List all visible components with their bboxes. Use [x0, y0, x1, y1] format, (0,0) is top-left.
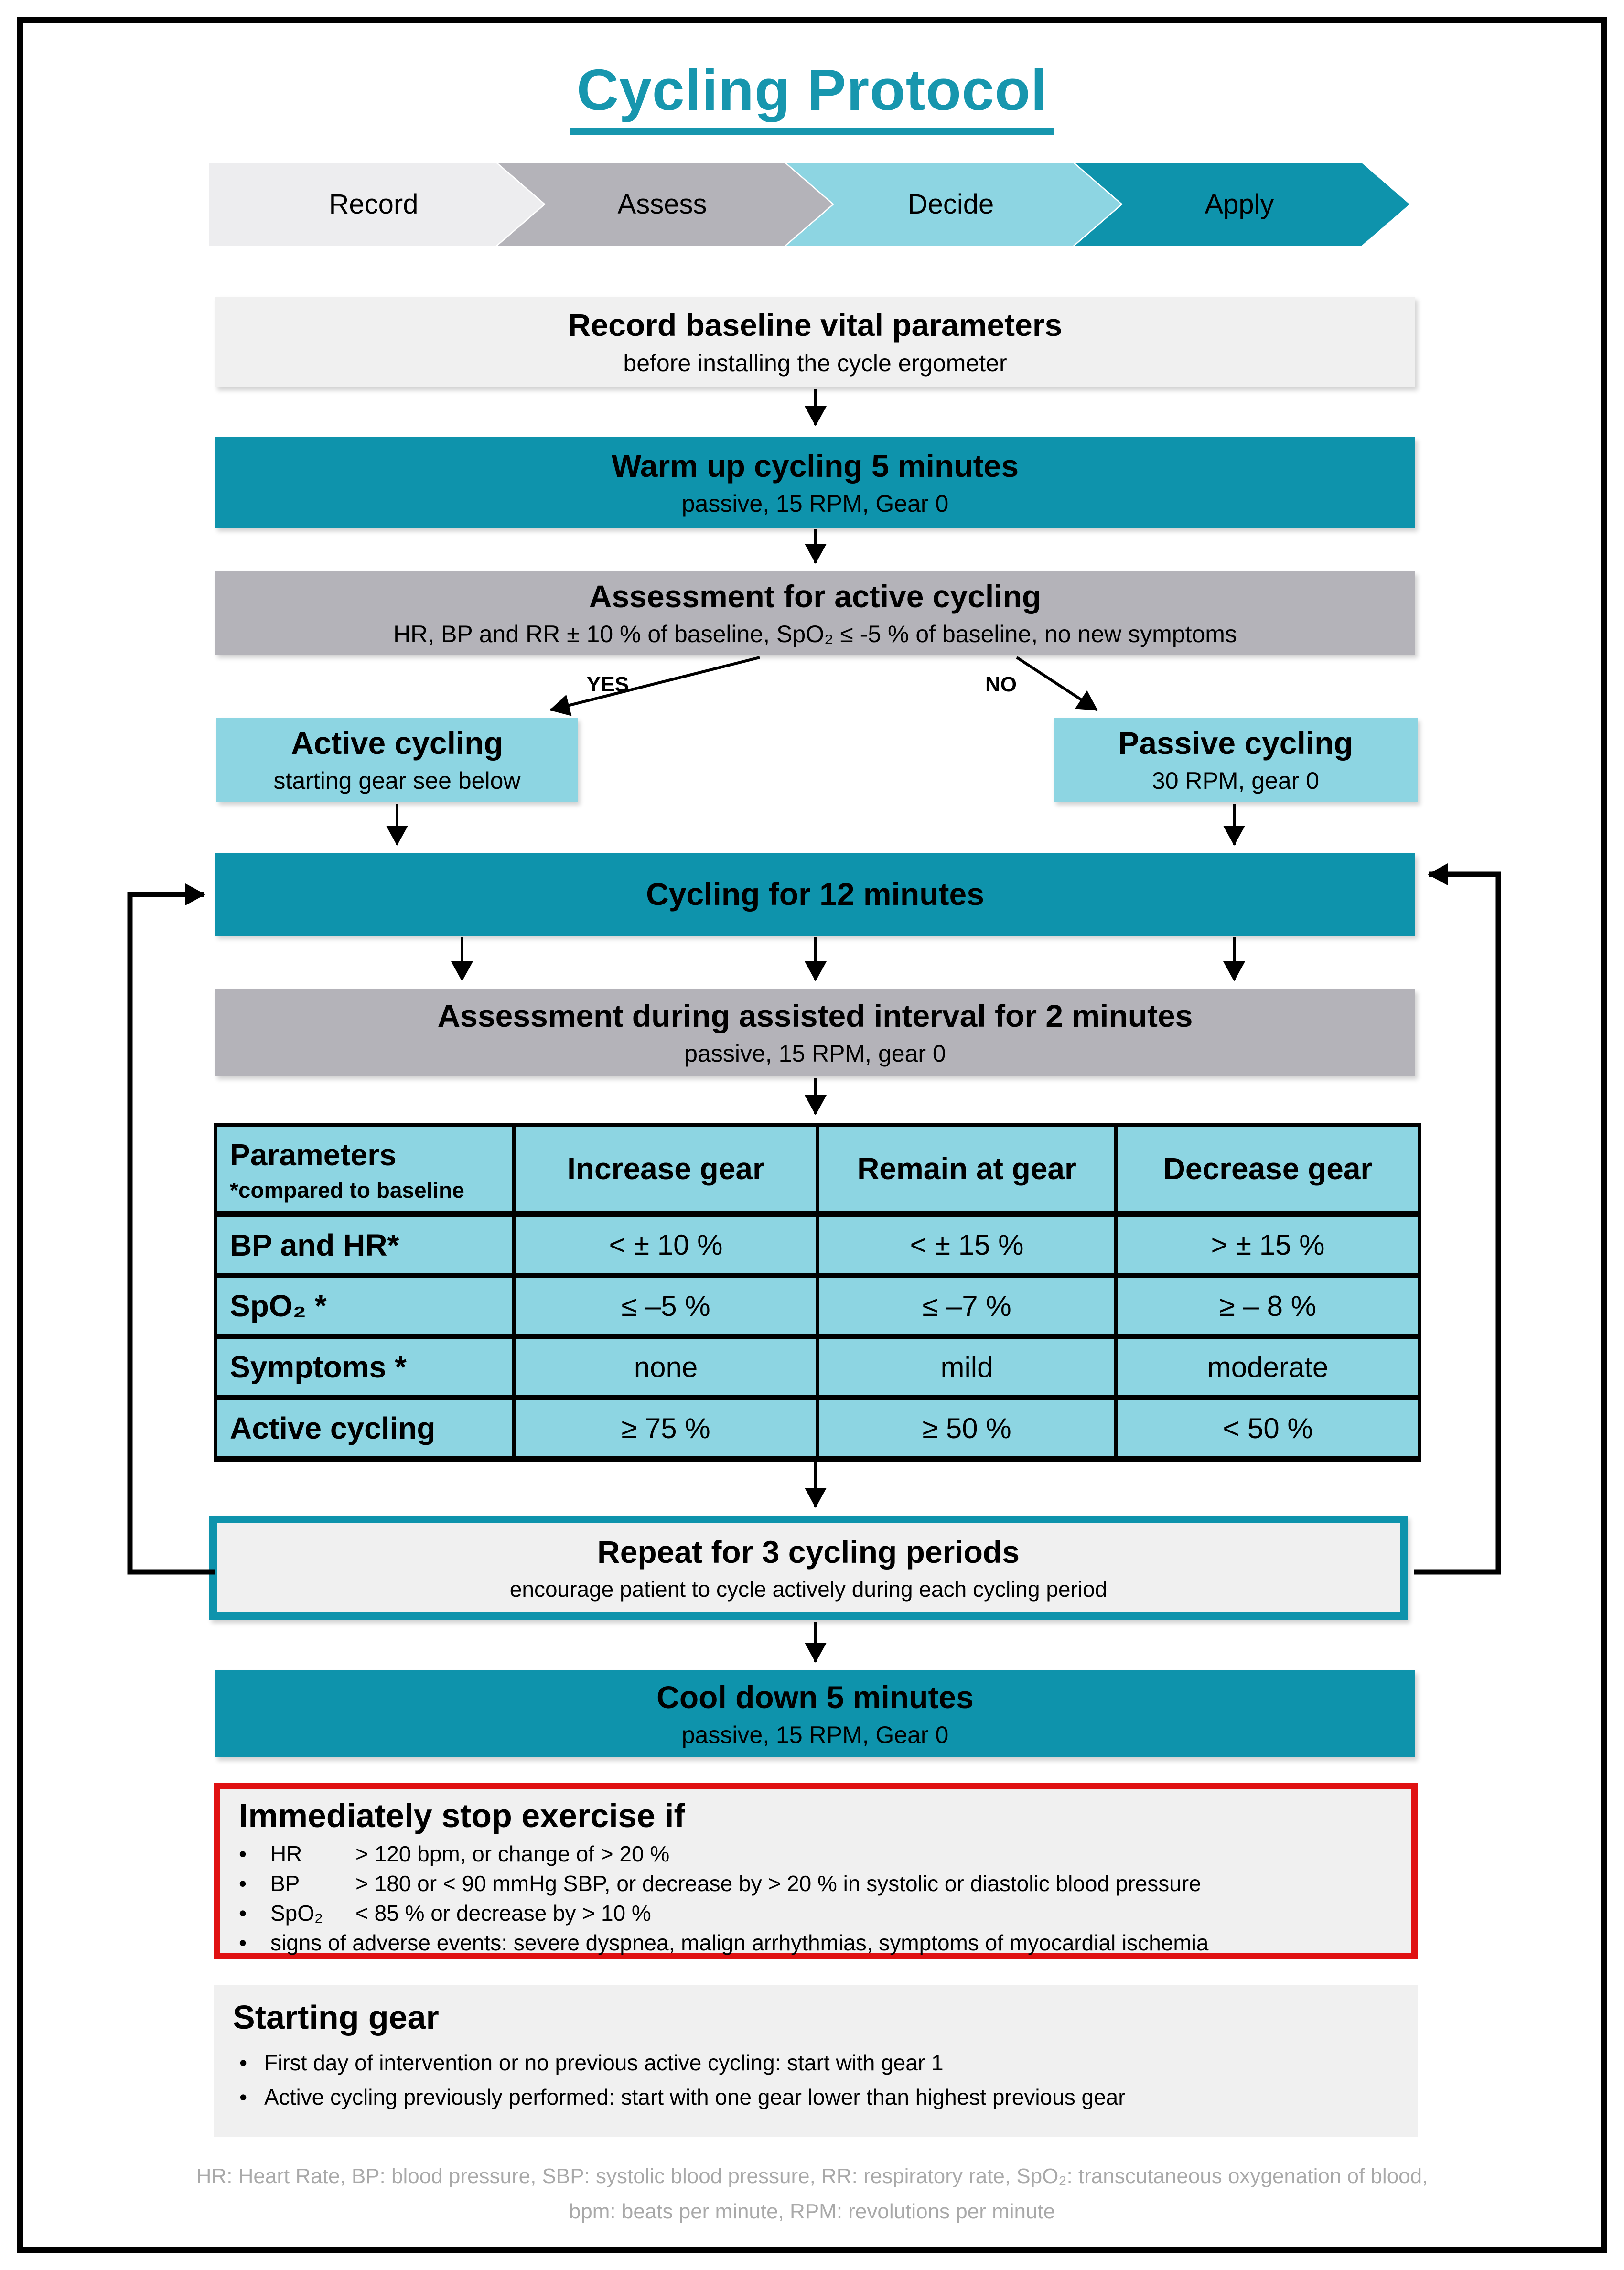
step-subtitle: before installing the cycle ergometer: [623, 349, 1007, 377]
row-remain: mild: [816, 1334, 1118, 1400]
step-subtitle: starting gear see below: [273, 767, 521, 795]
outer-frame: [17, 17, 1607, 2253]
step-title: Repeat for 3 cycling periods: [597, 1534, 1020, 1570]
header-decrease-gear: Decrease gear: [1114, 1123, 1421, 1217]
step-subtitle: HR, BP and RR ± 10 % of baseline, SpO₂ ≤…: [393, 621, 1237, 648]
starting-gear-title: Starting gear: [233, 1999, 439, 2036]
starting-gear-text: Active cycling previously performed: sta…: [264, 2085, 1126, 2109]
phase-chevron-record: Record: [209, 163, 544, 246]
page-title: Cycling Protocol: [570, 56, 1054, 135]
row-remain: < ± 15 %: [816, 1212, 1118, 1278]
row-decrease: moderate: [1114, 1334, 1421, 1400]
step-title: Cool down 5 minutes: [656, 1679, 974, 1715]
step-active-cycling: Active cycling starting gear see below: [216, 718, 578, 802]
starting-gear-box: Starting gear • First day of interventio…: [214, 1985, 1418, 2137]
starting-gear-text: First day of intervention or no previous…: [264, 2050, 944, 2075]
step-title: Assessment for active cycling: [589, 578, 1042, 614]
step-passive-cycling: Passive cycling 30 RPM, gear 0: [1054, 718, 1418, 802]
stop-rule-item: • SpO₂ < 85 % or decrease by > 10 %: [239, 1898, 1397, 1928]
abbreviation-footer: HR: Heart Rate, BP: blood pressure, SBP:…: [0, 2159, 1624, 2229]
stop-rule-item: • HR > 120 bpm, or change of > 20 %: [239, 1839, 1397, 1869]
stop-rule-item: • signs of adverse events: severe dyspne…: [239, 1928, 1397, 1958]
header-parameters: Parameters *compared to baseline: [214, 1123, 516, 1217]
row-param: BP and HR*: [214, 1212, 516, 1278]
row-increase: < ± 10 %: [512, 1212, 819, 1278]
table-row: BP and HR* < ± 10 % < ± 15 % > ± 15 %: [214, 1212, 1421, 1278]
stop-rule-text: signs of adverse events: severe dyspnea,…: [270, 1930, 1209, 1955]
row-increase: ≤ –5 %: [512, 1273, 819, 1339]
phase-label: Decide: [907, 189, 994, 220]
step-title: Warm up cycling 5 minutes: [611, 448, 1019, 484]
stop-rule-text: > 180 or < 90 mmHg SBP, or decrease by >…: [355, 1871, 1201, 1896]
step-repeat-periods: Repeat for 3 cycling periods encourage p…: [209, 1516, 1408, 1620]
stop-rule-label: HR: [270, 1841, 302, 1866]
branch-label-no: NO: [985, 673, 1017, 696]
stop-rule-item: • BP > 180 or < 90 mmHg SBP, or decrease…: [239, 1869, 1397, 1898]
step-assessment-active: Assessment for active cycling HR, BP and…: [215, 571, 1415, 655]
step-title: Assessment during assisted interval for …: [437, 998, 1193, 1033]
stop-rule-label: SpO₂: [270, 1901, 323, 1926]
step-cycling-12min: Cycling for 12 minutes: [215, 853, 1415, 936]
bullet-icon: •: [239, 2085, 247, 2109]
footer-line1: HR: Heart Rate, BP: blood pressure, SBP:…: [196, 2164, 1428, 2188]
table-row: SpO₂ * ≤ –5 % ≤ –7 % ≥ – 8 %: [214, 1273, 1421, 1339]
bullet-icon: •: [239, 1871, 247, 1896]
table-row: Active cycling ≥ 75 % ≥ 50 % < 50 %: [214, 1396, 1421, 1462]
table-row: Symptoms * none mild moderate: [214, 1334, 1421, 1400]
stop-rule-text: > 120 bpm, or change of > 20 %: [355, 1841, 670, 1866]
row-decrease: ≥ – 8 %: [1114, 1273, 1421, 1339]
step-assessment-interval: Assessment during assisted interval for …: [215, 989, 1415, 1076]
step-cooldown: Cool down 5 minutes passive, 15 RPM, Gea…: [215, 1670, 1415, 1757]
row-increase: ≥ 75 %: [512, 1396, 819, 1462]
branch-label-yes: YES: [587, 673, 629, 696]
starting-gear-item: • Active cycling previously performed: s…: [233, 2080, 1403, 2114]
step-title: Active cycling: [291, 725, 503, 761]
step-subtitle: passive, 15 RPM, gear 0: [684, 1040, 946, 1067]
row-param: Symptoms *: [214, 1334, 516, 1400]
step-subtitle: passive, 15 RPM, Gear 0: [681, 490, 949, 517]
row-remain: ≥ 50 %: [816, 1396, 1118, 1462]
step-title: Record baseline vital parameters: [568, 307, 1063, 343]
table-header-row: Parameters *compared to baseline Increas…: [214, 1123, 1421, 1217]
title-wrap: Cycling Protocol: [0, 56, 1624, 135]
bullet-icon: •: [239, 2050, 247, 2075]
row-decrease: < 50 %: [1114, 1396, 1421, 1462]
starting-gear-item: • First day of intervention or no previo…: [233, 2045, 1403, 2080]
gear-decision-table: Parameters *compared to baseline Increas…: [214, 1123, 1421, 1462]
phase-label: Apply: [1205, 189, 1274, 220]
stop-rule-text: < 85 % or decrease by > 10 %: [355, 1901, 651, 1926]
phase-label: Assess: [617, 189, 707, 220]
step-title: Cycling for 12 minutes: [646, 876, 984, 912]
stop-rules-box: Immediately stop exercise if • HR > 120 …: [214, 1783, 1418, 1959]
phase-label: Record: [329, 189, 419, 220]
stop-rules-title: Immediately stop exercise if: [239, 1797, 685, 1834]
row-decrease: > ± 15 %: [1114, 1212, 1421, 1278]
row-increase: none: [512, 1334, 819, 1400]
header-increase-gear: Increase gear: [512, 1123, 819, 1217]
step-title: Passive cycling: [1118, 725, 1353, 761]
phase-chevron-assess: Assess: [498, 163, 832, 246]
phase-bar: Record Assess Decide Apply: [209, 163, 1409, 246]
header-remain-at-gear: Remain at gear: [816, 1123, 1118, 1217]
bullet-icon: •: [239, 1841, 247, 1866]
phase-chevron-apply: Apply: [1075, 163, 1409, 246]
stop-rule-label: BP: [270, 1871, 300, 1896]
row-remain: ≤ –7 %: [816, 1273, 1118, 1339]
step-warmup: Warm up cycling 5 minutes passive, 15 RP…: [215, 437, 1415, 528]
step-subtitle: encourage patient to cycle actively duri…: [509, 1576, 1108, 1602]
phase-chevron-decide: Decide: [786, 163, 1121, 246]
bullet-icon: •: [239, 1901, 247, 1926]
row-param: SpO₂ *: [214, 1273, 516, 1339]
row-param: Active cycling: [214, 1396, 516, 1462]
footer-line2: bpm: beats per minute, RPM: revolutions …: [569, 2200, 1055, 2223]
step-subtitle: 30 RPM, gear 0: [1151, 767, 1320, 795]
header-note: *compared to baseline: [230, 1178, 464, 1203]
bullet-icon: •: [239, 1930, 247, 1955]
header-parameters-label: Parameters: [230, 1138, 397, 1173]
step-subtitle: passive, 15 RPM, Gear 0: [681, 1721, 949, 1749]
step-record-baseline: Record baseline vital parameters before …: [215, 297, 1415, 387]
